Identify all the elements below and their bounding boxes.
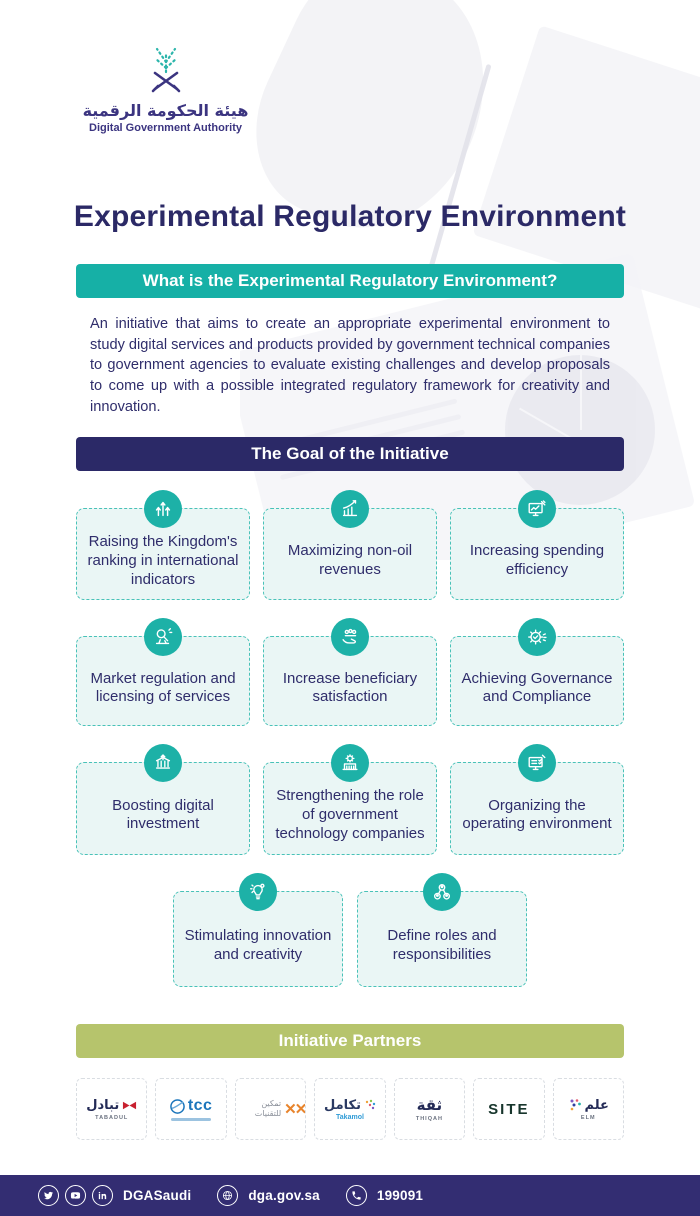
goal-label: Maximizing non-oil revenues [287, 542, 413, 579]
goal-card: Boosting digital investment [76, 744, 250, 855]
website-link: dga.gov.sa [217, 1185, 320, 1206]
market-magnifier-icon [144, 618, 182, 657]
phone-icon[interactable] [345, 1185, 367, 1206]
website-url[interactable]: dga.gov.sa [248, 1188, 320, 1203]
goal-card: Maximizing non-oil revenues [263, 490, 437, 601]
pen-shape [423, 63, 492, 287]
ranking-arrows-icon [144, 490, 182, 528]
investment-building-icon [144, 744, 182, 783]
goal-card: Increasing spending efficiency [450, 490, 624, 601]
partner-tabadul-logo: تبادل TABADUL [76, 1078, 148, 1140]
thiqah-arabic: ثقة [416, 1096, 443, 1114]
goal-card: Define roles and responsibilities [357, 872, 527, 987]
roles-orgchart-icon [423, 872, 461, 911]
elm-english: ELM [580, 1114, 596, 1121]
partner-tcc-logo: tcc [155, 1078, 227, 1140]
elm-arabic: علم [584, 1097, 609, 1113]
phone-number[interactable]: 199091 [376, 1188, 424, 1203]
goals-grid: Raising the Kingdom's ranking in interna… [76, 490, 624, 1023]
partner-tamkeen-logo: تمكين للتقنيات ✕✕ [234, 1078, 307, 1140]
tabadul-english: TABADUL [95, 1114, 129, 1121]
elm-molecule-icon [570, 1099, 581, 1111]
goal-card: Market regulation and licensing of servi… [76, 618, 250, 727]
what-section-heading: What is the Experimental Regulatory Envi… [76, 264, 624, 298]
dga-palm-swords-icon [151, 47, 180, 93]
goal-label: Boosting digital investment [112, 796, 214, 833]
goal-label: Define roles and responsibilities [387, 926, 497, 963]
thiqah-english: THIQAH [415, 1116, 443, 1122]
takamol-arabic: تكامل [323, 1097, 361, 1113]
footer-bar: DGASaudi dga.gov.sa 199091 [0, 1175, 700, 1216]
tcc-wordmark: tcc [187, 1097, 213, 1114]
partner-thiqah-logo: ثقة THIQAH [393, 1078, 466, 1140]
tabadul-arabic: تبادل [86, 1097, 120, 1113]
partners-row: تبادل TABADUL tcc تمكين للتقنيات ✕✕ [76, 1078, 624, 1140]
partners-section-heading: Initiative Partners [76, 1024, 624, 1058]
site-wordmark: SITE [488, 1100, 530, 1118]
takamol-burst-icon [365, 1099, 376, 1110]
spending-monitor-icon [518, 490, 556, 528]
social-links: DGASaudi [38, 1185, 191, 1206]
dga-name-arabic: هيئة الحكومة الرقمية [82, 101, 249, 120]
social-handle[interactable]: DGASaudi [123, 1188, 192, 1203]
goal-label: Achieving Governance and Compliance [461, 669, 613, 706]
takamol-english: Takamol [336, 1113, 364, 1121]
goal-card: Increase beneficiary satisfaction [263, 618, 437, 727]
innovation-bulb-icon [239, 872, 277, 911]
what-section-body: An initiative that aims to create an app… [90, 316, 610, 415]
goal-card: Achieving Governance and Compliance [450, 618, 624, 727]
goals-section-heading: The Goal of the Initiative [76, 437, 624, 471]
goal-label: Increasing spending efficiency [469, 542, 605, 579]
tcc-subtext-bar [171, 1118, 212, 1121]
operating-monitor-icon [518, 744, 556, 783]
goal-label: Raising the Kingdom's ranking in interna… [87, 533, 239, 588]
goal-label: Organizing the operating environment [462, 796, 612, 833]
partner-elm-logo: علم ELM [552, 1078, 624, 1140]
growth-chart-icon [331, 490, 369, 528]
tamkeen-arabic: تمكين للتقنيات [254, 1099, 282, 1118]
globe-icon[interactable] [217, 1185, 239, 1206]
goal-card: Stimulating innovation and creativity [173, 872, 343, 987]
goal-card: Raising the Kingdom's ranking in interna… [76, 490, 250, 601]
goal-label: Stimulating innovation and creativity [184, 926, 332, 963]
goal-label: Market regulation and licensing of servi… [90, 669, 236, 706]
phone-contact: 199091 [345, 1185, 424, 1206]
tabadul-mark-icon [123, 1101, 137, 1109]
linkedin-icon[interactable] [92, 1185, 113, 1206]
govtech-building-icon [331, 744, 369, 783]
goal-card: Organizing the operating environment [450, 744, 624, 855]
goal-label: Strengthening the role of government tec… [275, 787, 425, 842]
tcc-globe-icon [170, 1098, 185, 1114]
twitter-icon[interactable] [38, 1185, 59, 1206]
page-title: Experimental Regulatory Environment [73, 200, 627, 233]
governance-gear-icon [518, 618, 556, 657]
beneficiary-hand-icon [331, 618, 369, 657]
tamkeen-mark-icon: ✕✕ [284, 1101, 306, 1118]
goal-card: Strengthening the role of government tec… [263, 744, 437, 855]
youtube-icon[interactable] [65, 1185, 86, 1206]
dga-logo: هيئة الحكومة الرقمية Digital Government … [58, 40, 273, 134]
partner-takamol-logo: تكامل Takamol [314, 1078, 386, 1140]
dga-name-english: Digital Government Authority [89, 122, 242, 135]
partner-site-logo: SITE [473, 1078, 545, 1140]
goal-label: Increase beneficiary satisfaction [282, 669, 418, 706]
